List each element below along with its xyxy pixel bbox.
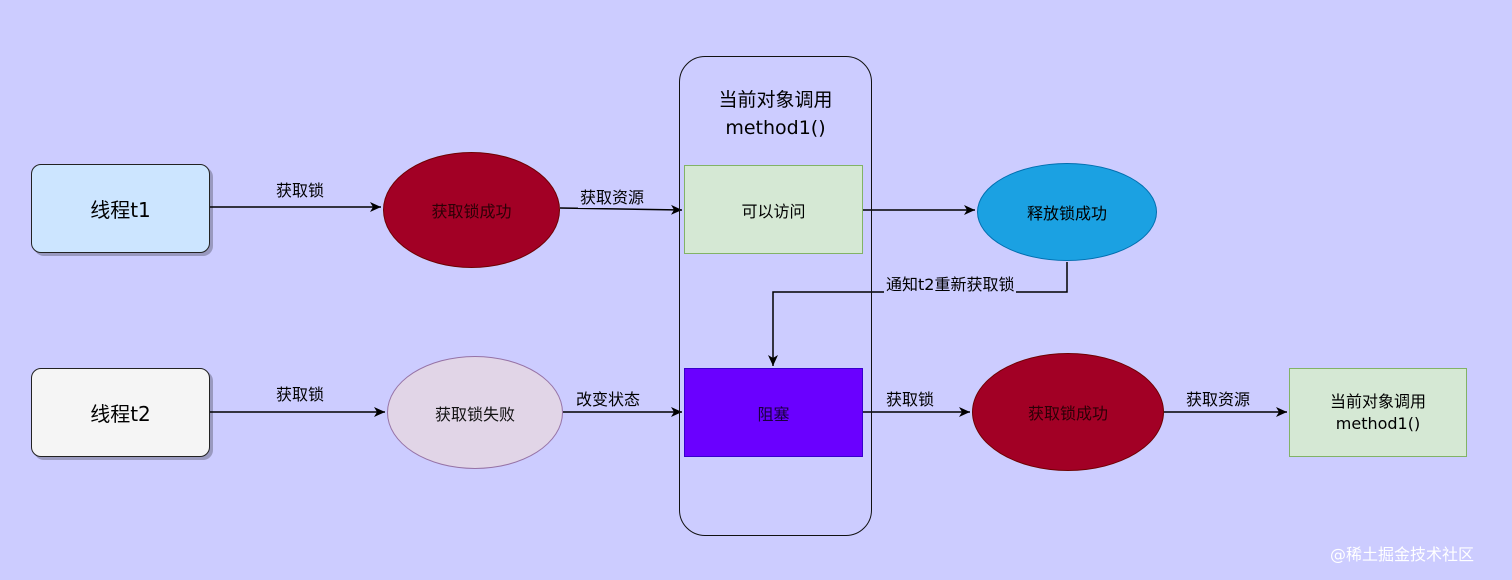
method-call-container-title: 当前对象调用 method1() [718,89,833,139]
thread-t1-node: 线程t1 [31,164,210,253]
release-success-node: 释放锁成功 [977,163,1157,261]
watermark: @稀土掘金技术社区 [1330,545,1475,564]
edge-label-notify-t2: 通知t2重新获取锁 [884,271,1017,295]
edge-label-t1-acquire: 获取锁 [274,177,327,201]
edge-acquire-to-access [559,204,683,215]
final-call-node: 当前对象调用 method1() [1289,368,1467,457]
edge-label-t2-acquire: 获取锁 [274,381,327,405]
edge-label-get-resource-1: 获取资源 [578,184,647,208]
accessible-node: 可以访问 [684,165,863,254]
edge-label-change-state: 改变状态 [574,386,643,410]
acquire-success-2-node: 获取锁成功 [972,353,1164,471]
edge-label-blocked-acquire: 获取锁 [884,386,937,410]
acquire-success-1-node: 获取锁成功 [383,152,560,268]
blocked-node: 阻塞 [684,368,863,457]
edge-label-get-resource-2: 获取资源 [1184,386,1253,410]
thread-t2-node: 线程t2 [31,368,210,457]
method-call-container [679,56,872,536]
acquire-fail-node: 获取锁失败 [387,356,563,469]
